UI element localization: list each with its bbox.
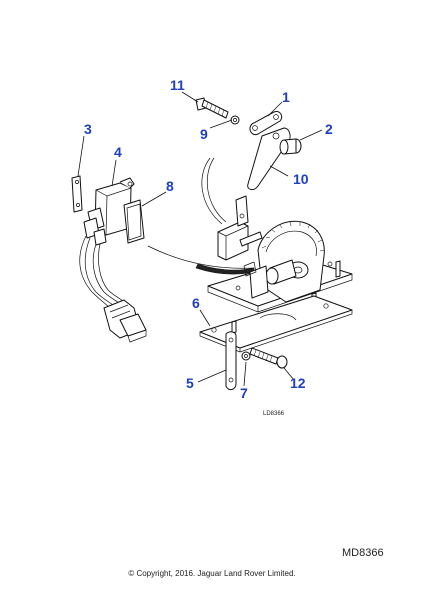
callouts: 11 1 3 9 2 4 10 8 6 5 7 12 [84,77,333,401]
callout-6: 6 [192,295,200,311]
callout-12: 12 [290,375,306,391]
part-3-bracket [71,175,83,213]
part-7-washer [241,351,251,361]
callout-8: 8 [166,178,174,194]
leader-lines [77,91,323,387]
part-9-washer [230,115,240,125]
part-4-sensor [83,177,135,246]
callout-10: 10 [293,171,309,187]
callout-1: 1 [282,89,290,105]
part-10-lever [247,127,291,191]
part-8-pad [123,199,145,244]
part-12-bolt [249,347,288,369]
part-5-strap [225,331,237,391]
sensor-harness-drawing [71,175,147,343]
harness-connector [103,299,147,343]
callout-3: 3 [84,121,92,137]
callout-9: 9 [200,126,208,142]
part-2-bush [279,138,302,155]
callout-2: 2 [325,121,333,137]
drawing-reference: LD8366 [263,411,285,417]
part-11-bolt [195,97,229,119]
callout-11: 11 [170,77,185,93]
copyright-notice: © Copyright, 2016. Jaguar Land Rover Lim… [128,569,296,578]
callout-5: 5 [186,375,194,391]
diagram-code: MD8366 [342,547,384,559]
callout-4: 4 [114,144,122,160]
callout-7: 7 [240,385,248,401]
lever-assembly-drawing [195,97,302,191]
main-mechanism-drawing [147,157,353,391]
